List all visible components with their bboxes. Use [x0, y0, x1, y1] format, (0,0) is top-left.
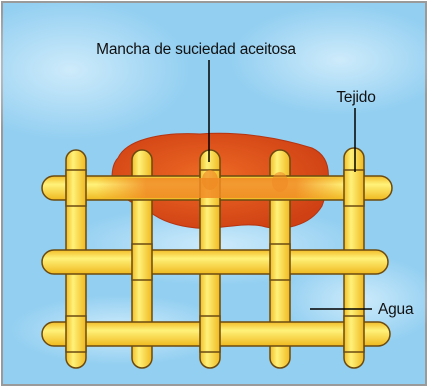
weave-crossing	[343, 315, 365, 353]
stain-soaked-thread	[96, 178, 346, 198]
water-highlight	[230, 5, 428, 115]
weave-crossing	[65, 315, 87, 353]
fabric-label: Tejido	[336, 89, 375, 106]
weave-crossing	[65, 169, 87, 207]
horizontal-thread	[41, 249, 389, 275]
weave-crossing	[343, 169, 365, 207]
water-label: Agua	[378, 301, 414, 318]
fabric-weave-crossings	[65, 169, 365, 353]
stain-label: Mancha de suciedad aceitosa	[96, 41, 296, 58]
weave-crossing	[199, 315, 221, 353]
water-highlight	[0, 0, 190, 140]
stain-soaked-spot	[272, 172, 288, 192]
weave-crossing	[269, 243, 291, 281]
weave-crossing	[131, 243, 153, 281]
stain-soaked-spot	[202, 170, 218, 190]
